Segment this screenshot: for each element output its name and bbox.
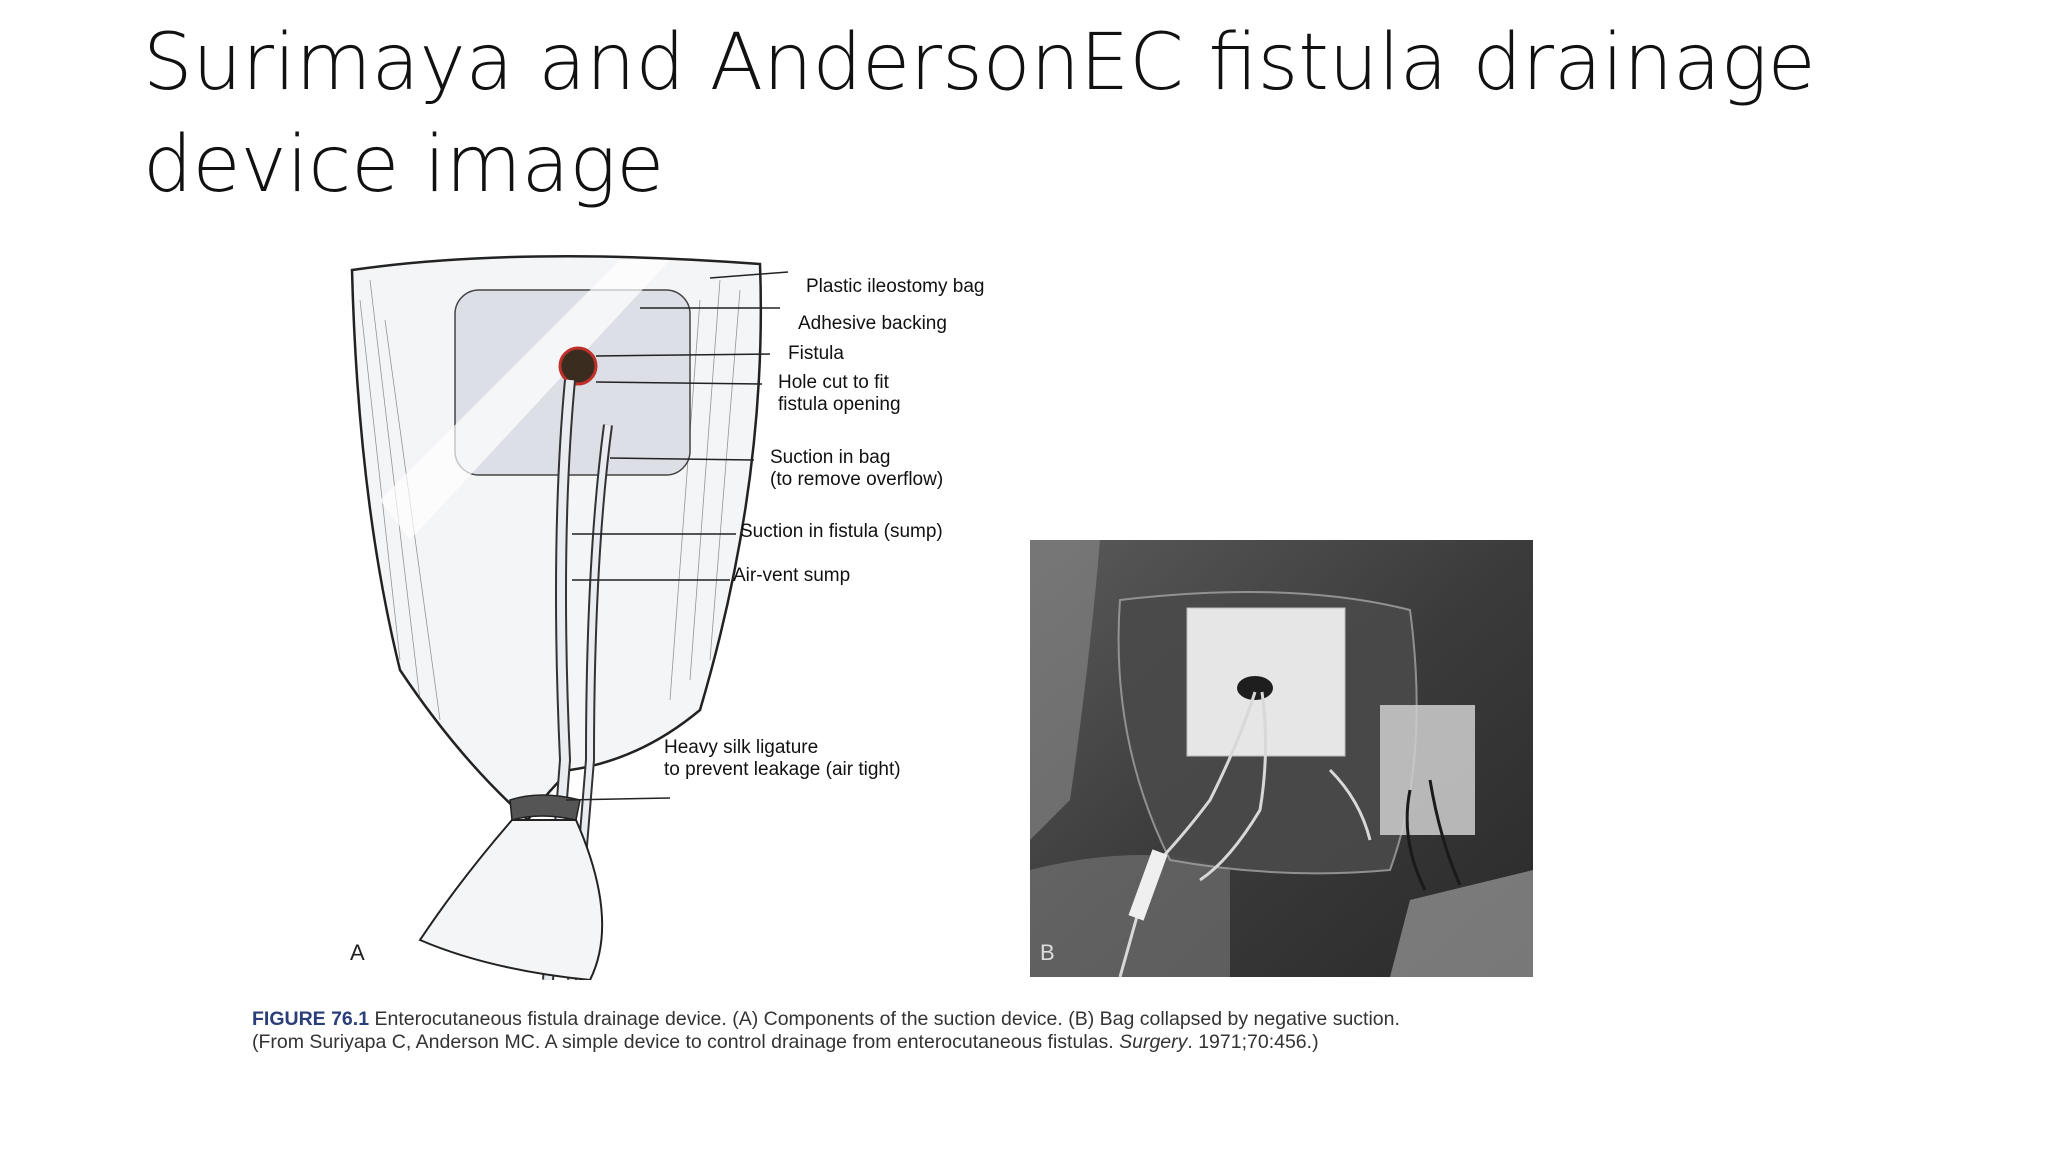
- photo-dressing: [1380, 705, 1475, 835]
- callout-silk-ligature: Heavy silk ligature to prevent leakage (…: [664, 737, 901, 780]
- callout-suction-bag: Suction in bag (to remove overflow): [770, 447, 944, 490]
- panel-letter-b: B: [1040, 940, 1055, 965]
- callout-air-vent: Air-vent sump: [733, 565, 851, 586]
- caption-journal: Surgery: [1119, 1031, 1188, 1053]
- figure-caption: FIGURE 76.1 Enterocutaneous fistula drai…: [252, 1008, 1892, 1054]
- caption-line-2: (From Suriyapa C, Anderson MC. A simple …: [252, 1031, 1892, 1054]
- ligature-knot: [509, 794, 581, 821]
- fistula-shape: [558, 346, 598, 386]
- figure-b-photo: [1030, 540, 1533, 978]
- slide-title: Surimaya and AndersonEC fistula drainage…: [143, 18, 1816, 210]
- collapsed-bag-photo: [1030, 540, 1533, 978]
- callout-plastic-bag: Plastic ileostomy bag: [806, 276, 985, 297]
- callout-suction-fistula: Suction in fistula (sump): [740, 521, 943, 542]
- caption-text-2-suffix: . 1971;70:456.): [1187, 1031, 1319, 1053]
- caption-text-1: Enterocutaneous fistula drainage device.…: [374, 1008, 1400, 1030]
- caption-figure-label: FIGURE 76.1: [252, 1008, 370, 1030]
- callout-adhesive-backing: Adhesive backing: [798, 313, 947, 334]
- figure-a-drawing: [340, 240, 1040, 982]
- callout-fistula: Fistula: [788, 343, 844, 364]
- caption-line-1: FIGURE 76.1 Enterocutaneous fistula drai…: [252, 1008, 1892, 1031]
- caption-text-2-prefix: (From Suriyapa C, Anderson MC. A simple …: [252, 1031, 1120, 1053]
- callout-hole-cut: Hole cut to fit fistula opening: [778, 372, 901, 415]
- panel-letter-a: A: [350, 940, 365, 965]
- drainage-bag-illustration: [350, 255, 789, 982]
